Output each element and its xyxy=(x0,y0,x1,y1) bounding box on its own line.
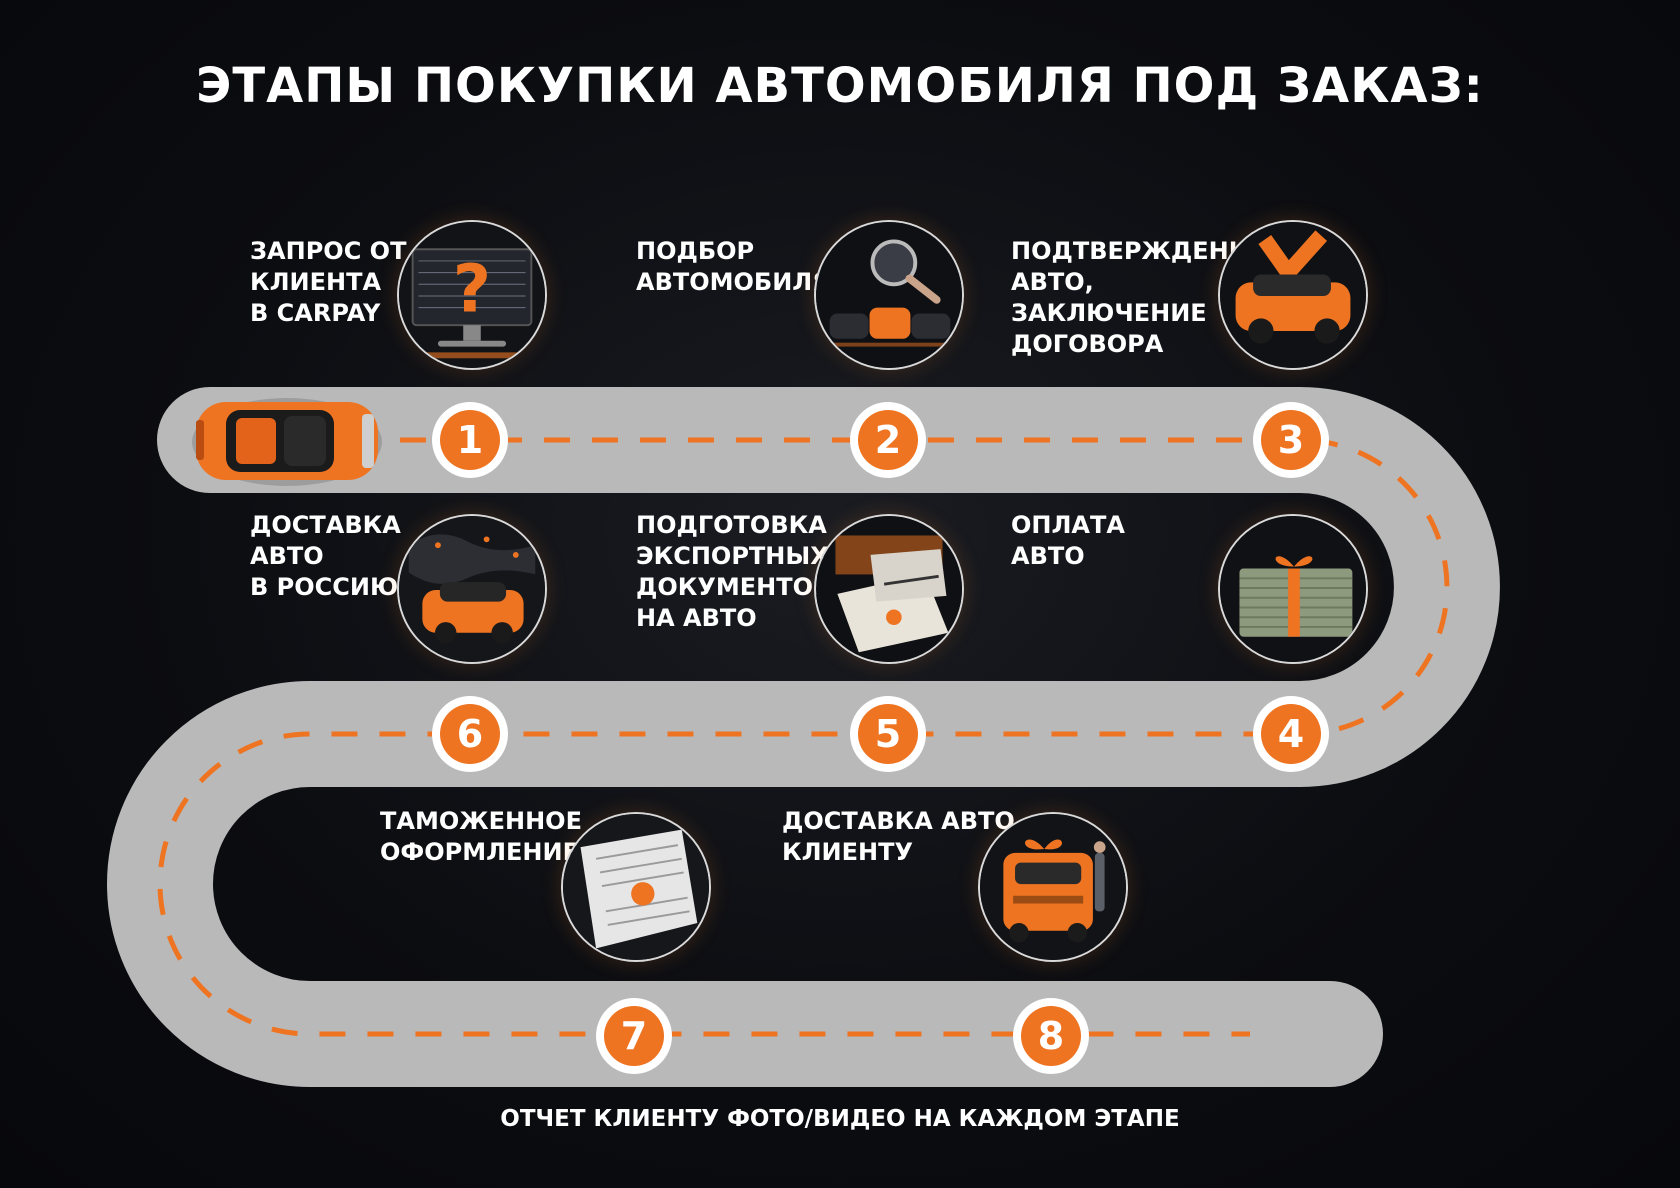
magnifier-cars-icon xyxy=(814,220,964,370)
step-5-label: ПОДГОТОВКА ЭКСПОРТНЫХ ДОКУМЕНТОВ НА АВТО xyxy=(636,511,832,632)
orange-car-icon xyxy=(192,398,382,486)
page-title: ЭТАПЫ ПОКУПКИ АВТОМОБИЛЯ ПОД ЗАКАЗ: xyxy=(196,58,1484,114)
step-6-badge: 6 xyxy=(432,696,508,772)
step-3-badge: 3 xyxy=(1253,402,1329,478)
gift-car-icon xyxy=(978,812,1128,962)
step-7-badge: 7 xyxy=(596,998,672,1074)
step-3-label: ПОДТВЕРЖДЕНИЕ АВТО, ЗАКЛЮЧЕНИЕ ДОГОВОРА xyxy=(1011,237,1266,358)
money-stack-icon xyxy=(1218,514,1368,664)
step-1-badge: 1 xyxy=(432,402,508,478)
map-car-icon xyxy=(397,514,547,664)
checkmark-car-icon xyxy=(1218,220,1368,370)
step-7-label: ТАМОЖЕННОЕ ОФОРМЛЕНИЕ xyxy=(380,807,582,866)
customs-paper-icon xyxy=(561,812,711,962)
step-2-label: ПОДБОР АВТОМОБИЛЯ xyxy=(636,237,831,296)
road-surface xyxy=(107,387,1500,1087)
step-5-badge: 5 xyxy=(850,696,926,772)
step-6-label: ДОСТАВКА АВТО В РОССИЮ xyxy=(250,511,401,601)
footer-note: ОТЧЕТ КЛИЕНТУ ФОТО/ВИДЕО НА КАЖДОМ ЭТАПЕ xyxy=(500,1106,1180,1132)
step-8-badge: 8 xyxy=(1013,998,1089,1074)
step-2-badge: 2 xyxy=(850,402,926,478)
step-4-label: ОПЛАТА АВТО xyxy=(1011,511,1125,570)
question-monitor-icon: ? xyxy=(397,220,547,370)
documents-icon xyxy=(814,514,964,664)
svg-text:?: ? xyxy=(453,251,491,328)
step-4-badge: 4 xyxy=(1253,696,1329,772)
step-1-label: ЗАПРОС ОТ КЛИЕНТА В CARPAY xyxy=(250,237,407,327)
step-8-label: ДОСТАВКА АВТО КЛИЕНТУ xyxy=(782,807,1015,866)
